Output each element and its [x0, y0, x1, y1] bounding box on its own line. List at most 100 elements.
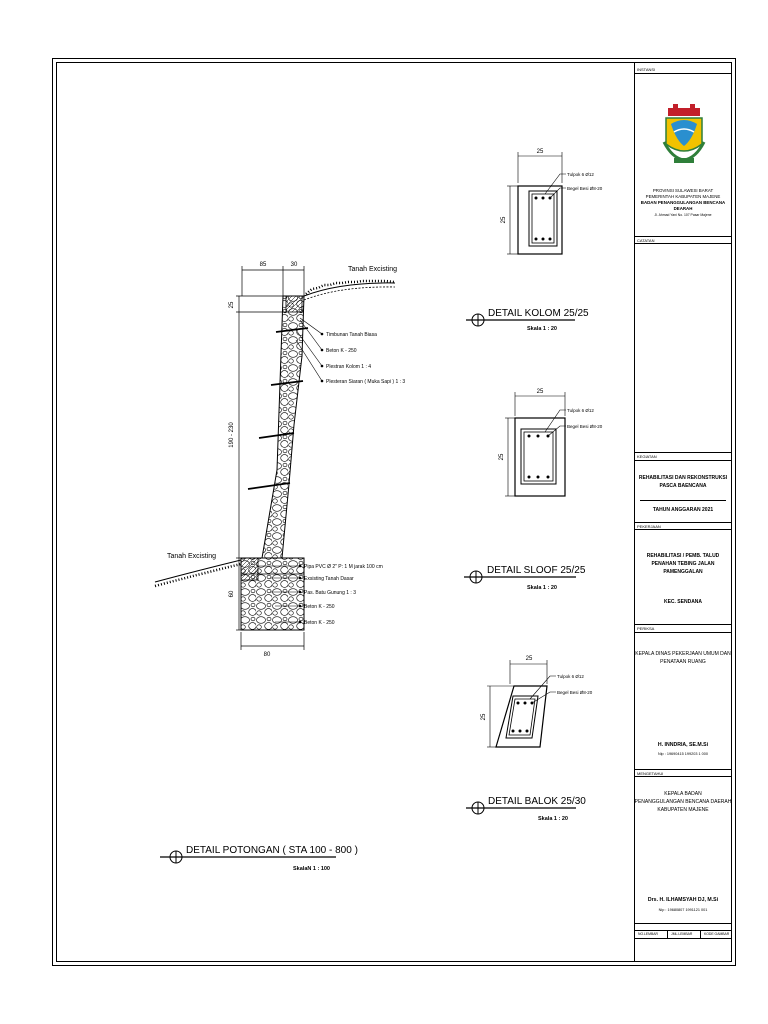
- soil-bottom: [154, 559, 242, 588]
- kolom-height: 25: [501, 216, 507, 223]
- balok-rebar: Tulpok 6 Ø12: [557, 674, 584, 679]
- mengetahui-org-line: KABUPATEN MAJENE: [657, 807, 709, 813]
- tb-divider: [634, 452, 732, 453]
- kolom-stirrup: Begel Besi Ø8-20: [567, 186, 603, 191]
- kolom-width: 25: [537, 149, 544, 155]
- retaining-wall-section: [240, 295, 309, 631]
- mengetahui-nip: Nip : 19680807 1991121 001: [658, 908, 708, 912]
- instansi-label: INSTANSI: [637, 67, 656, 72]
- footer-jml-lembar: JML.LEMBAR: [671, 932, 693, 936]
- tb-divider: [640, 500, 726, 501]
- ground-label-bottom: Tanah Excisting: [167, 553, 216, 560]
- tb-divider: [634, 73, 732, 74]
- org-address: Jl. Ahmad Yani No. 107 Pasar Majene: [654, 213, 712, 217]
- ground-label-top: Tanah Excisting: [348, 266, 397, 273]
- section-title-marker: [160, 850, 336, 864]
- periksa-name: H. INNDRIA, SE.M.Si: [657, 742, 709, 748]
- footer-no-lembar: NO.LEMBAR: [638, 932, 658, 936]
- drawing-canvas: 85 30 25 190 - 230 60 80 Tanah Excisting…: [154, 149, 603, 872]
- tb-divider: [634, 460, 732, 461]
- periksa-org: KEPALA DINAS PEKERJAAN UMUM DAN PENATAAN…: [634, 650, 732, 666]
- callout-leaders: [256, 317, 323, 623]
- top-beam: [285, 295, 303, 313]
- dimension-lines: [236, 266, 305, 650]
- soil-top: [303, 279, 396, 301]
- tb-divider: [634, 930, 732, 931]
- detail-balok-marker: [466, 801, 576, 815]
- tb-divider: [700, 930, 701, 938]
- dim-top-left: 85: [260, 262, 267, 268]
- sloof-height: 25: [499, 453, 505, 460]
- tb-divider: [634, 938, 732, 939]
- detail-balok-drawing: [487, 660, 556, 748]
- callout-label: Pas. Batu Gunung 1 : 3: [304, 590, 356, 596]
- pekerjaan-line: PAMENGGALAN: [663, 569, 703, 575]
- tb-divider: [634, 632, 732, 633]
- kegiatan-block: REHABILITASI DAN REKONSTRUKSI PASCA BAEN…: [634, 474, 732, 490]
- sloof-width: 25: [537, 389, 544, 395]
- mengetahui-org-line: KEPALA BADAN: [664, 791, 702, 797]
- detail-balok-title: DETAIL BALOK 25/30: [488, 796, 586, 807]
- dim-side-bottom: 60: [229, 590, 235, 597]
- callout-texts: Timbunan Tanah Biasa Beton K - 250 Plest…: [304, 332, 405, 626]
- section-title: DETAIL POTONGAN ( STA 100 - 800 ): [186, 845, 358, 856]
- tb-divider: [634, 776, 732, 777]
- detail-sloof-title: DETAIL SLOOF 25/25: [487, 565, 586, 576]
- mengetahui-label: MENGETAHUI: [637, 771, 664, 776]
- tb-divider: [634, 236, 732, 237]
- periksa-org-line: PENATAAN RUANG: [660, 659, 706, 665]
- tb-divider: [634, 624, 732, 625]
- detail-kolom-marker: [466, 313, 575, 327]
- pekerjaan-line: PENAHAN TEBING JALAN: [651, 561, 715, 567]
- mengetahui-org: KEPALA BADAN PENANGGULANGAN BENCANA DAER…: [634, 790, 732, 814]
- org-line: PROVINSI SULAWESI BARAT: [652, 188, 714, 193]
- periksa-org-line: KEPALA DINAS PEKERJAAN UMUM DAN: [635, 651, 731, 657]
- kegiatan-line: REHABILITASI DAN REKONSTRUKSI: [638, 475, 728, 481]
- majene-regency-logo: [662, 104, 706, 163]
- tb-divider: [634, 769, 732, 770]
- periksa-label: PERIKSA: [637, 626, 655, 631]
- sloof-rebar: Tulpok 6 Ø12: [567, 408, 594, 413]
- org-line: PEMERINTAH KABUPATEN MAJENE: [645, 194, 721, 199]
- periksa-nip: Nip : 19690415 199203 1 000: [657, 752, 709, 756]
- pekerjaan-block: REHABILITASI / PEMB. TALUD PENAHAN TEBIN…: [634, 552, 732, 576]
- sloof-beam: [240, 557, 259, 581]
- callout-label: Plestran Kolom 1 : 4: [326, 364, 371, 370]
- drawing-frame-outer: [52, 58, 736, 966]
- section-scale: SkalaN 1 : 100: [293, 866, 330, 872]
- kolom-rebar: Tulpok 6 Ø12: [567, 172, 594, 177]
- kegiatan-line: PASCA BAENCANA: [659, 483, 707, 489]
- mengetahui-org-line: PENANGGULANGAN BENCANA DAERAH: [634, 799, 732, 805]
- detail-sloof-marker: [464, 570, 576, 584]
- callout-label: Exsisting Tanah Dasar: [304, 576, 354, 582]
- tb-divider: [634, 923, 732, 924]
- detail-kolom-drawing: [507, 152, 566, 255]
- pekerjaan-label: PEKERJAAN: [637, 524, 661, 529]
- title-block: [634, 62, 732, 962]
- detail-sloof-scale: Skala 1 : 20: [527, 585, 557, 591]
- footer-kode-gambar: KODE GAMBAR: [704, 932, 730, 936]
- callout-label: Pipa PVC Ø 2" P: 1 M jarak 100 cm: [304, 564, 383, 570]
- callout-label: Beton K - 250: [304, 620, 335, 626]
- detail-kolom-scale: Skala 1 : 20: [527, 326, 557, 332]
- tb-divider: [634, 529, 732, 530]
- dim-bottom: 80: [264, 652, 271, 658]
- tb-divider: [634, 243, 732, 244]
- drawing-frame-inner: [56, 62, 732, 962]
- kecamatan: KEC. SENDANA: [663, 599, 703, 605]
- callout-label: Beton K - 250: [304, 604, 335, 610]
- callout-label: Beton K - 250: [326, 348, 357, 354]
- tb-divider: [634, 522, 732, 523]
- pekerjaan-line: REHABILITASI / PEMB. TALUD: [646, 553, 720, 559]
- sloof-stirrup: Begel Besi Ø8-20: [567, 424, 603, 429]
- detail-sloof-drawing: [505, 392, 566, 497]
- kegiatan-label: KEGIATAN: [637, 454, 657, 459]
- balok-stirrup: Begel Besi Ø8-20: [557, 690, 593, 695]
- detail-balok-scale: Skala 1 : 20: [538, 816, 568, 822]
- callout-dots: [298, 332, 324, 624]
- org-line: BADAN PENANGGULANGAN BENCANA DEARAH: [640, 200, 726, 211]
- callout-label: Timbunan Tanah Biasa: [326, 332, 377, 338]
- detail-kolom-title: DETAIL KOLOM 25/25: [488, 308, 589, 319]
- tahun-anggaran: TAHUN ANGGARAN 2021: [652, 507, 714, 513]
- mengetahui-name: Drs. H. ILHAMSYAH DJ, M.Si: [647, 897, 719, 903]
